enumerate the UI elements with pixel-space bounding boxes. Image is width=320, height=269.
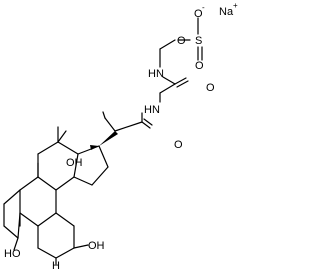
- amide-oxygen-top-label: O: [206, 82, 215, 94]
- side-chain: [90, 111, 153, 150]
- sulfur-label: S: [195, 35, 202, 47]
- sodium-label: Na: [219, 6, 234, 18]
- sodium-charge-label: +: [233, 1, 238, 10]
- ring-d: [73, 145, 109, 186]
- sulfonate-oxygen-bottom-label: O: [195, 60, 204, 72]
- oxide-charge-label: -: [202, 3, 205, 12]
- chemical-structure-figure: O - O S O Na + HN O HN O OH HO OH H: [3, 1, 238, 269]
- sulfonate-oxygen-left-label: O: [177, 35, 186, 47]
- amine-middle-label: HN: [144, 104, 160, 116]
- lower-substituents: [13, 212, 89, 265]
- ethyl-linker: [159, 39, 176, 68]
- amide-oxygen-middle-label: O: [174, 139, 183, 151]
- molecule-drawing: O - O S O Na + HN O HN O OH HO OH H: [3, 1, 238, 269]
- hydroxyl-12-label: OH: [66, 157, 83, 169]
- glycine-amide: [159, 76, 189, 103]
- ring-b: [19, 162, 57, 227]
- hydroxyl-7-label: OH: [88, 240, 105, 252]
- sulfonate-group: [177, 17, 203, 61]
- ring-a: [3, 189, 21, 239]
- amine-top-label: HN: [148, 68, 164, 80]
- oxide-oxygen-label: O: [194, 8, 203, 20]
- h-5-label: H: [52, 260, 60, 269]
- hydroxyl-3-label: HO: [4, 248, 21, 260]
